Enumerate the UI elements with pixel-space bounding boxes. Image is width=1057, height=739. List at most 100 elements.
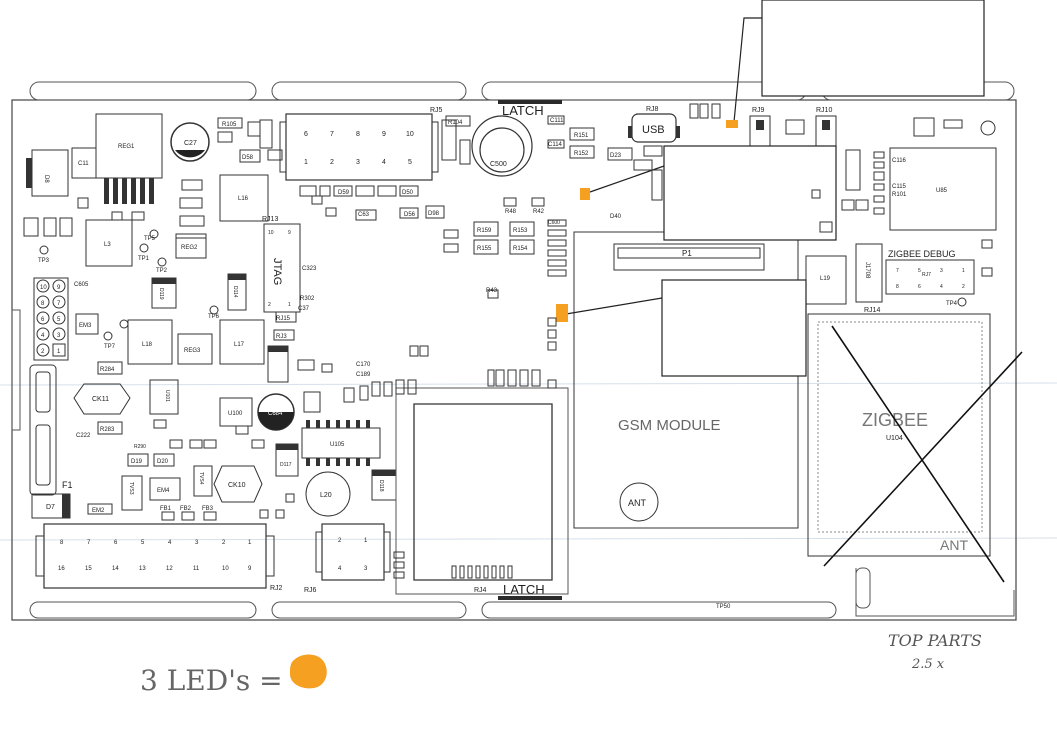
d119-label: D119 — [158, 288, 164, 300]
gsm-module-label: GSM MODULE — [618, 417, 721, 434]
usb-tab — [676, 126, 680, 138]
d118-label: D118 — [378, 480, 384, 492]
led-orange-middle — [580, 188, 590, 200]
c684-label: C684 — [268, 411, 283, 417]
c684-polarity-mark — [258, 412, 294, 430]
rj7-zigbee-debug-header — [885, 259, 975, 295]
c500-label: C500 — [490, 161, 507, 168]
ck11-component — [73, 383, 131, 415]
rj2-pin: 16 — [58, 566, 65, 572]
zigbee-module-outline — [807, 313, 991, 557]
d58-label: D58 — [242, 155, 254, 161]
jtag-pin-10: 10 — [268, 230, 274, 236]
r284-component — [97, 361, 123, 375]
left-side-connector — [29, 364, 57, 496]
small-parts-top-left — [23, 117, 283, 259]
d114-band — [228, 274, 246, 280]
diode-row — [299, 115, 471, 221]
jtag-label: JTAG — [271, 258, 283, 285]
jtag-pin-1: 1 — [288, 302, 291, 308]
rj2-pin: 1 — [248, 540, 252, 546]
resistor-column — [473, 115, 633, 299]
fb-row — [161, 511, 217, 521]
rj2-pin: 15 — [85, 566, 92, 572]
usb-label: USB — [642, 124, 665, 136]
d20-label: D20 — [157, 459, 169, 465]
rj2-pins-top: 8 7 6 5 4 3 2 1 — [60, 540, 252, 546]
rj5-pin: 9 — [382, 131, 386, 138]
l16-inductor — [219, 174, 269, 222]
l20-inductor — [305, 471, 351, 517]
rj4-outline — [395, 387, 569, 595]
rj15-label: RJ15 — [276, 316, 291, 322]
header-pin-label: 5 — [57, 317, 61, 323]
em3-label: EM3 — [79, 323, 92, 329]
u85-label: U85 — [936, 188, 948, 194]
em2-component — [87, 503, 113, 515]
r153-label: R153 — [513, 228, 528, 234]
ck10-component — [213, 465, 263, 503]
tvs3-label: TVS3 — [128, 482, 134, 495]
d20-component — [153, 453, 175, 467]
d114-label: D114 — [232, 286, 238, 298]
r101-label: R101 — [892, 192, 907, 198]
l19-label: L19 — [820, 276, 831, 282]
d8-pad — [26, 158, 32, 188]
tp7-label: TP7 — [104, 344, 116, 350]
c27-capacitor — [170, 122, 210, 162]
tp6-label: TP6 — [208, 314, 220, 320]
pin-header-2x5 — [33, 277, 69, 361]
latch-bottom-label: LATCH — [503, 582, 545, 597]
leds-note: 3 LED's = — [140, 664, 283, 697]
rj5-pin: 10 — [406, 131, 414, 138]
bottom-slots — [29, 567, 1015, 619]
zigbee-ant-label: ANT — [940, 537, 968, 553]
header-pin-label: 6 — [41, 317, 45, 323]
d23-label: D23 — [610, 153, 622, 159]
u85-side-parts — [845, 117, 996, 215]
c115-label: C115 — [892, 184, 907, 190]
tp2-label: TP2 — [156, 268, 168, 274]
c37-label: C37 — [298, 306, 310, 312]
rj4-label: RJ4 — [474, 587, 487, 594]
l16-label: L16 — [238, 196, 249, 202]
scale-note: 2.5 x — [911, 657, 945, 672]
rj7-pin: 8 — [896, 284, 899, 290]
rj6-left-tab — [315, 531, 323, 573]
fb2-label: FB2 — [180, 506, 192, 512]
r104-label-small: R105 — [222, 122, 237, 128]
rj7-pin: 7 — [896, 268, 899, 274]
header-pin-label: 9 — [57, 285, 61, 291]
rj6-connector — [321, 523, 385, 581]
r152-label: R152 — [574, 151, 589, 157]
usb-tab — [628, 126, 632, 138]
header-pin-label: 4 — [41, 333, 45, 339]
rj5-pin: 7 — [330, 131, 334, 138]
rj5-pins-top: 6 7 8 9 10 — [304, 131, 414, 138]
tp4-label: TP4 — [946, 301, 958, 307]
rj5-pin: 5 — [408, 159, 412, 166]
r42-label: R42 — [533, 209, 545, 215]
d84-component — [785, 119, 805, 135]
rj4-contacts — [451, 565, 513, 579]
rj10-label: RJ10 — [816, 107, 832, 114]
rj5-label: RJ5 — [430, 107, 443, 114]
gsm-module-outline — [573, 231, 799, 529]
rj2-pin: 12 — [166, 566, 173, 572]
d117-band — [276, 444, 298, 450]
c500-battery — [471, 115, 533, 177]
cross-out-line — [831, 325, 1005, 583]
c222-label: C222 — [76, 433, 91, 439]
p1-connector-body — [617, 247, 761, 259]
rj5-pin: 3 — [356, 159, 360, 166]
rj13-label: RJ13 — [262, 216, 278, 223]
d119-band — [152, 278, 176, 284]
rj2-pin: 5 — [141, 540, 145, 546]
u105-label: U105 — [330, 442, 345, 448]
fb3-label: FB3 — [202, 506, 214, 512]
c111-label: C111 — [550, 118, 564, 124]
callout-box-top — [761, 0, 985, 97]
rj7-pin: 3 — [940, 268, 943, 274]
cross-out-line — [823, 351, 1023, 567]
u101-component — [149, 379, 179, 415]
